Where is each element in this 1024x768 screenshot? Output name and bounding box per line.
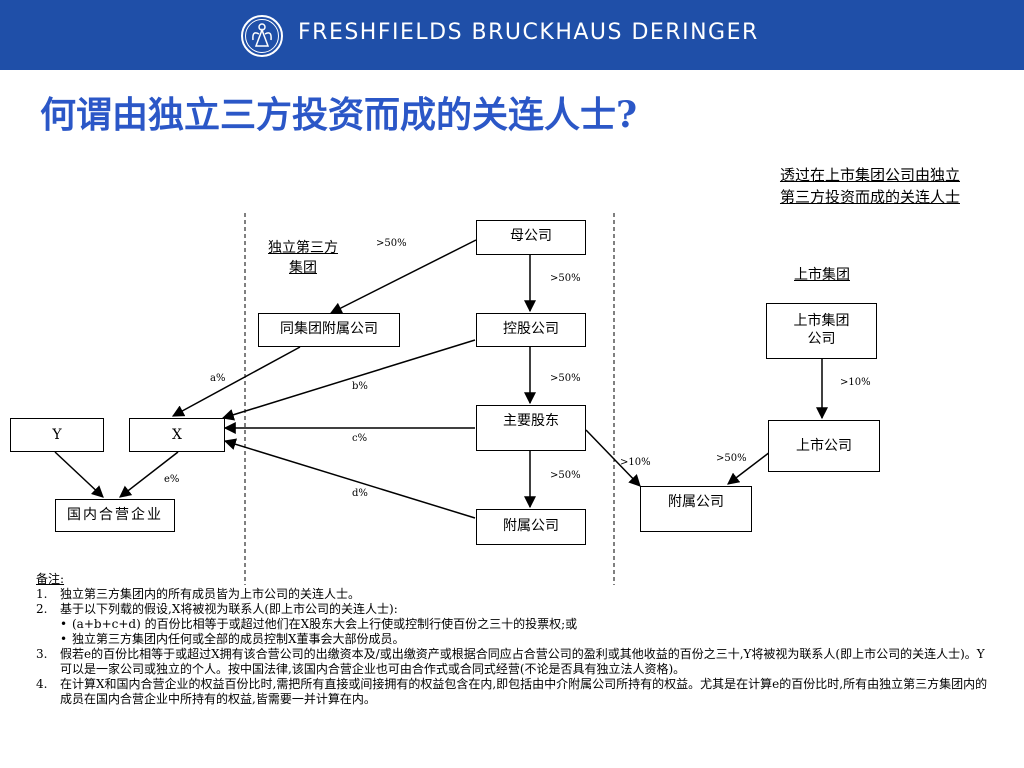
bullet-icon: • xyxy=(60,617,68,631)
note-number: 3. xyxy=(36,647,48,661)
note-text: 独立第三方集团内的所有成员皆为上市公司的关连人士。 xyxy=(60,587,361,601)
box-subsidiary-left: 附属公司 xyxy=(476,509,586,545)
box-subsidiary-right: 附属公司 xyxy=(640,486,752,532)
box-major-shareholder: 主要股东 xyxy=(476,405,586,451)
group-left-label: 独立第三方 集团 xyxy=(255,238,351,278)
arrow-y-domestic xyxy=(54,451,104,498)
page-title: 何谓由独立三方投资而成的关连人士? xyxy=(40,94,638,136)
note-number: 1. xyxy=(36,587,48,601)
box-y: Y xyxy=(10,418,104,452)
group-left-line1: 独立第三方 xyxy=(268,240,338,256)
note-item-4: 4. 在计算X和国内合营企业的权益百份比时,需把所有直接或间接拥有的权益包含在内… xyxy=(36,677,996,707)
box-listed-company: 上市公司 xyxy=(768,420,880,472)
note-text: 在计算X和国内合营企业的权益百份比时,需把所有直接或间接拥有的权益包含在内,即包… xyxy=(60,677,988,706)
right-heading-line2: 第三方投资而成的关连人士 xyxy=(779,188,960,206)
arrow-e xyxy=(119,451,179,498)
box-same-group-sub: 同集团附属公司 xyxy=(258,313,400,347)
box-parent-company: 母公司 xyxy=(476,220,586,255)
pct-group-listed: >10% xyxy=(840,377,871,388)
group-right-label: 上市集团 xyxy=(794,267,850,283)
note-text: 基于以下列载的假设,X将被视为联系人(即上市公司的关连人士): xyxy=(60,602,398,616)
arrow-d xyxy=(223,438,476,519)
note-item-3: 3. 假若e的百份比相等于或超过X拥有该合营公司的出缴资本及/或出缴资产或根据合… xyxy=(36,647,996,677)
bullet-text: 独立第三方集团内任何或全部的成员控制X董事会大部份成员。 xyxy=(72,632,405,646)
note-item-1: 1. 独立第三方集团内的所有成员皆为上市公司的关连人士。 xyxy=(36,587,996,602)
pct-d: d% xyxy=(352,488,368,499)
pct-e: e% xyxy=(164,474,180,485)
header-bar: FRESHFIELDS BRUCKHAUS DERINGER xyxy=(0,0,1024,70)
arrow-a xyxy=(171,346,301,417)
box-x: X xyxy=(129,418,225,452)
note-item-2: 2. 基于以下列载的假设,X将被视为联系人(即上市公司的关连人士): xyxy=(36,602,996,617)
note-bullet-2: • 独立第三方集团内任何或全部的成员控制X董事会大部份成员。 xyxy=(36,632,996,647)
pct-b: b% xyxy=(352,381,368,392)
pct-c: c% xyxy=(352,433,368,444)
listed-group-line2: 公司 xyxy=(807,331,836,347)
notes-section: 备注: 1. 独立第三方集团内的所有成员皆为上市公司的关连人士。 2. 基于以下… xyxy=(36,572,996,707)
arrow-major-subright xyxy=(585,429,641,487)
note-number: 4. xyxy=(36,677,48,691)
angel-seal-icon xyxy=(241,15,283,57)
pct-holding-major: >50% xyxy=(550,373,581,384)
pct-major-sub: >50% xyxy=(550,470,581,481)
pct-parent-holding: >50% xyxy=(550,273,581,284)
note-bullet-1: • (a+b+c+d) 的百份比相等于或超过他们在X股东大会上行使或控制行使百份… xyxy=(36,617,996,632)
arrow-listed-subright xyxy=(727,451,771,485)
box-domestic-jv: 国内合营企业 xyxy=(55,499,175,532)
group-left-line2: 集团 xyxy=(289,260,317,276)
bullet-text: (a+b+c+d) 的百份比相等于或超过他们在X股东大会上行使或控制行使百份之三… xyxy=(72,617,578,631)
listed-group-line1: 上市集团 xyxy=(793,313,850,329)
note-number: 2. xyxy=(36,602,48,616)
pct-listed-subright: >50% xyxy=(716,453,747,464)
arrow-b xyxy=(221,339,476,421)
pct-a: a% xyxy=(210,373,226,384)
notes-heading: 备注: xyxy=(36,572,65,586)
pct-parent-same: >50% xyxy=(376,238,407,249)
right-heading: 透过在上市集团公司由独立 第三方投资而成的关连人士 xyxy=(748,164,992,208)
arrow-parent-same-group xyxy=(329,239,477,314)
pct-major-subright: >10% xyxy=(620,457,651,468)
bullet-icon: • xyxy=(60,632,68,646)
brand-name: FRESHFIELDS BRUCKHAUS DERINGER xyxy=(298,20,759,45)
right-heading-line1: 透过在上市集团公司由独立 xyxy=(779,166,960,184)
box-listed-group-company: 上市集团 公司 xyxy=(766,303,877,359)
box-holding-company: 控股公司 xyxy=(476,313,586,347)
note-text: 假若e的百份比相等于或超过X拥有该合营公司的出缴资本及/或出缴资产或根据合同应占… xyxy=(60,647,985,676)
